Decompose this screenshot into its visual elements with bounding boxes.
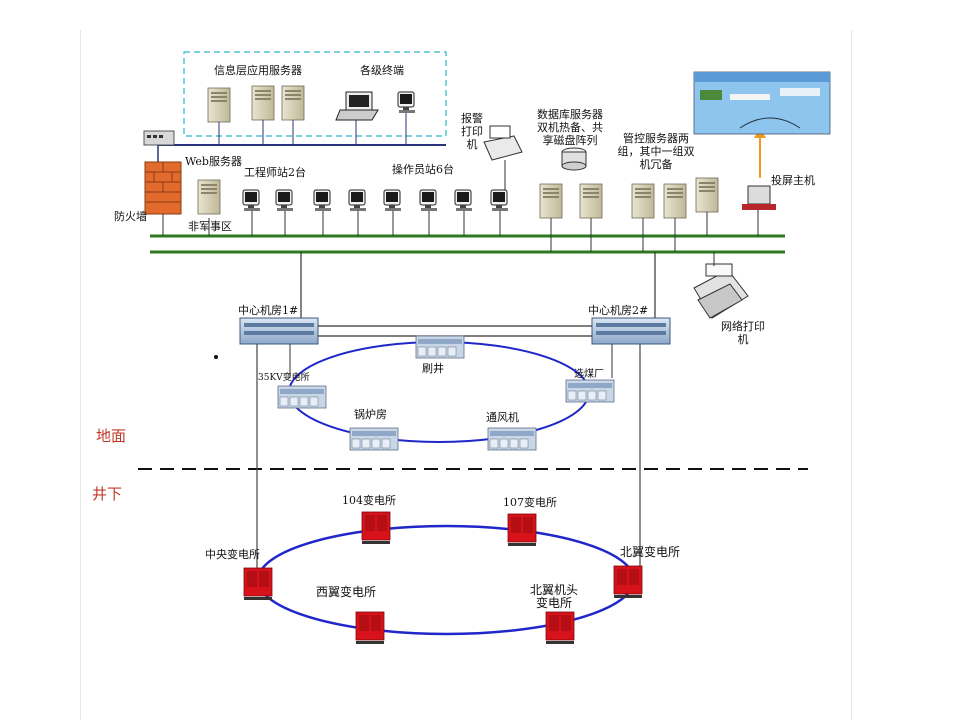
alarm-printer-label: 报警打印机: [461, 112, 483, 151]
terminals-label: 各级终端: [360, 64, 404, 77]
core-room-1-label: 中心机房1#: [238, 304, 299, 317]
ctrl-server-3: [695, 177, 719, 213]
disk-array-icon: [561, 147, 587, 171]
network-printer-icon: [693, 263, 749, 319]
operator-workstation-1: [313, 189, 332, 212]
router-icon: [143, 130, 175, 146]
central-substation-icon: [243, 567, 273, 601]
ctrl-server-1: [631, 183, 655, 219]
ctrl-server-label: 管控服务器两组，其中一组双机冗备: [617, 132, 695, 171]
operator-workstation-2: [348, 189, 367, 212]
app-server-2: [251, 85, 275, 121]
engineer-workstation-2: [275, 189, 294, 212]
page-frame: [80, 30, 852, 720]
dmz-label: 非军事区: [188, 220, 232, 233]
north-wing-substation-icon: [613, 565, 643, 599]
ventilation-rack: [487, 427, 537, 451]
alarm-printer-icon: [483, 125, 523, 161]
coal-plant-rack: [565, 379, 615, 403]
app-server-group-box: [183, 51, 447, 137]
underground-ring: [256, 524, 636, 636]
firewall-icon: [144, 161, 182, 215]
boiler-rack: [349, 427, 399, 451]
projector-host-icon: [742, 185, 776, 210]
underground-zone-label: 井下: [92, 485, 123, 503]
db-server-label: 数据库服务器双机热备、共享磁盘阵列: [537, 108, 603, 147]
washing-rack: [415, 335, 465, 359]
app-server-title: 信息层应用服务器: [214, 64, 302, 77]
operator-workstation-4: [419, 189, 438, 212]
core-switch-1: [239, 317, 319, 345]
north-head-substation-icon: [545, 611, 575, 645]
boiler-label: 锅炉房: [354, 408, 387, 421]
projector-host-label: 投屏主机: [771, 174, 815, 187]
substation-104-label: 104变电所: [342, 494, 396, 507]
db-server-2: [579, 183, 603, 219]
engineer-workstation-1: [242, 189, 261, 212]
substation-107-icon: [507, 513, 537, 547]
operator-workstation-3: [383, 189, 402, 212]
network-printer-label: 网络打印机: [721, 320, 765, 346]
laptop-icon: [335, 91, 379, 121]
operator-station-label: 操作员站6台: [392, 163, 454, 176]
firewall-label: 防火墙: [114, 210, 147, 223]
north-head-substation-label: 北翼机头变电所: [529, 583, 578, 610]
app-server-3: [281, 85, 305, 121]
substation-104-icon: [361, 511, 391, 545]
ventilation-label: 通风机: [486, 411, 519, 424]
substation-35kv-rack: [277, 385, 327, 409]
web-server-label: Web服务器: [185, 155, 242, 168]
core-switch-2: [591, 317, 671, 345]
washing-label: 刷井: [422, 362, 444, 375]
app-server-1: [207, 87, 231, 123]
coal-plant-label: 选煤厂: [574, 369, 604, 380]
terminal-icon: [397, 91, 416, 114]
central-substation-label: 中央变电所: [205, 548, 260, 561]
display-screen-icon: [693, 71, 831, 135]
operator-workstation-5: [454, 189, 473, 212]
bullet-dot: [214, 355, 218, 359]
west-wing-substation-icon: [355, 611, 385, 645]
operator-workstation-6: [490, 189, 509, 212]
web-server-icon: [197, 179, 221, 215]
core-room-2-label: 中心机房2#: [588, 304, 649, 317]
engineer-station-label: 工程师站2台: [244, 166, 306, 179]
surface-zone-label: 地面: [96, 427, 127, 445]
ctrl-server-2: [663, 183, 687, 219]
db-server-1: [539, 183, 563, 219]
north-wing-substation-label: 北翼变电所: [620, 545, 681, 559]
substation-107-label: 107变电所: [503, 496, 557, 509]
west-wing-substation-label: 西翼变电所: [316, 585, 377, 599]
substation-35kv-label: 35KV变电所: [258, 373, 310, 383]
